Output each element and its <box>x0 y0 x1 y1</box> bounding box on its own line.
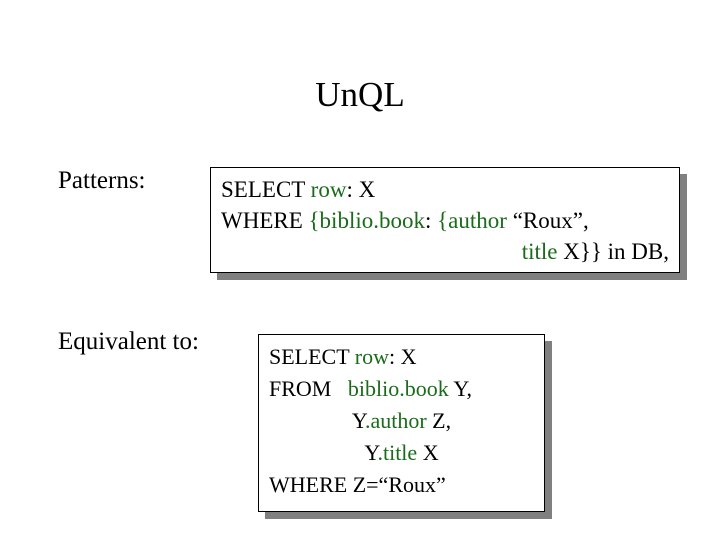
code-token-plain: Y <box>364 440 378 465</box>
code-token-plain: X}} in DB, <box>557 239 669 264</box>
page-title: UnQL <box>315 75 405 114</box>
code-line: FROM biblio.book Y, <box>269 373 534 405</box>
patterns-label: Patterns: <box>58 167 146 194</box>
code-line: Y.author Z, <box>269 405 534 437</box>
code-token-path: .title <box>377 440 418 465</box>
code-token-path: row <box>310 177 347 202</box>
code-token-kw: WHERE Z=“Roux” <box>269 472 446 497</box>
code-line: SELECT row: X <box>221 174 669 205</box>
code-token-kw: SELECT <box>221 177 311 202</box>
code-token-plain: Y <box>351 408 365 433</box>
code-token-plain: : X <box>388 344 417 369</box>
code-line: title X}} in DB, <box>221 236 669 267</box>
code-token-path: {author <box>437 208 507 233</box>
code-token-path: .author <box>364 408 427 433</box>
code-token-path: biblio.book <box>347 376 449 401</box>
code-token-plain: : X <box>346 177 376 202</box>
code-token-kw: SELECT <box>269 344 355 369</box>
code-token-plain: Y, <box>448 376 472 401</box>
code-token-plain: Z, <box>426 408 452 433</box>
code-token-kw: FROM <box>269 376 348 401</box>
code-line: SELECT row: X <box>269 341 534 373</box>
code-line: WHERE {biblio.book: {author “Roux”, <box>221 205 669 236</box>
code-token-plain: X <box>417 440 439 465</box>
code-line: Y.title X <box>269 437 534 469</box>
code-token-path: {biblio.book <box>308 208 425 233</box>
code-token-path: title <box>521 239 558 264</box>
code-token-path: row <box>354 344 389 369</box>
equivalent-to-label: Equivalent to: <box>58 328 199 355</box>
code-token-plain: “Roux”, <box>506 208 589 233</box>
code-line: WHERE Z=“Roux” <box>269 469 534 501</box>
code-token-plain: : <box>424 208 438 233</box>
code-token-kw: WHERE <box>221 208 309 233</box>
